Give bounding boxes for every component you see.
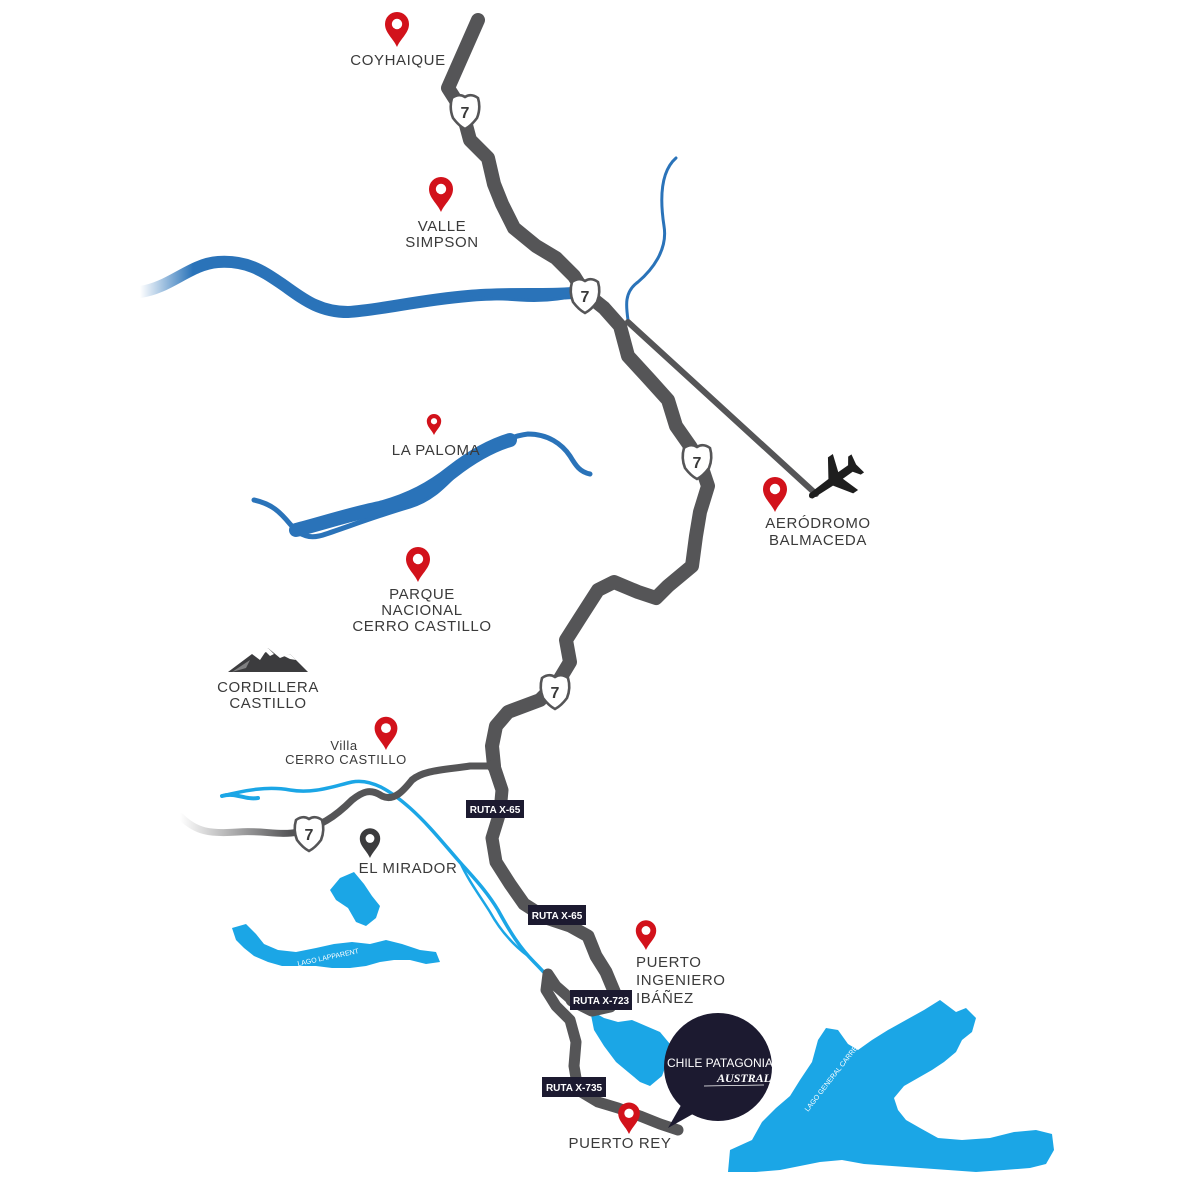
lago-small <box>330 872 380 926</box>
label-cordillera-2: CASTILLO <box>229 695 306 712</box>
label-puerto-ibanez-2: INGENIERO <box>636 972 726 989</box>
route-shield-number: 7 <box>551 685 560 702</box>
river-ibanez-upper <box>220 792 260 801</box>
river-simpson-tail <box>368 290 592 308</box>
label-la-paloma: LA PALOMA <box>392 442 481 459</box>
label-parque-3: CERRO CASTILLO <box>352 618 491 635</box>
route-shield-icon: 7 <box>569 277 601 315</box>
ruta-x65-label-2: RUTA X-65 <box>528 905 586 925</box>
river-la-paloma-body <box>289 433 517 537</box>
place-labels: COYHAIQUE VALLE SIMPSON LA PALOMA AERÓDR… <box>217 52 870 1152</box>
ruta-x723-text: RUTA X-723 <box>573 996 630 1007</box>
map-pin-icon <box>429 177 453 212</box>
label-valle-simpson-1: VALLE <box>418 218 467 235</box>
route-shield-number: 7 <box>461 105 470 122</box>
route-shield-icon: 7 <box>293 815 325 853</box>
river-ibanez-branch <box>458 860 530 958</box>
lago-lapparent <box>232 924 440 968</box>
map-pin-icon <box>763 477 787 512</box>
label-puerto-ibanez-3: IBÁÑEZ <box>636 990 694 1007</box>
label-puerto-rey: PUERTO REY <box>569 1135 672 1152</box>
label-parque-1: PARQUE <box>389 586 455 603</box>
route-7-west <box>176 762 498 837</box>
route-shield-icon: 7 <box>449 93 481 131</box>
pins <box>359 12 787 1134</box>
ruta-x65-text: RUTA X-65 <box>470 805 521 816</box>
map-pin-icon <box>385 12 409 47</box>
logo-badge: CHILE PATAGONIA AUSTRAL <box>664 1013 773 1128</box>
map-pin-icon <box>426 414 442 435</box>
ruta-x65-label-1: RUTA X-65 <box>466 800 524 818</box>
label-el-mirador: EL MIRADOR <box>359 860 458 877</box>
label-villa-1: Villa <box>330 738 358 753</box>
label-cordillera-1: CORDILLERA <box>217 679 319 696</box>
map-pin-icon <box>618 1102 640 1134</box>
label-puerto-ibanez-1: PUERTO <box>636 954 702 971</box>
route-shield-number: 7 <box>581 289 590 306</box>
logo-title: CHILE PATAGONIA <box>667 1056 773 1070</box>
route-shield-number: 7 <box>693 455 702 472</box>
label-villa-2: CERRO CASTILLO <box>285 752 407 767</box>
route-shields: 7 7 7 7 7 <box>293 93 713 853</box>
route-shield-icon: 7 <box>539 673 571 711</box>
lago-bay <box>590 1010 670 1086</box>
route-labels: RUTA X-65 RUTA X-65 RUTA X-723 RUTA X-73… <box>466 800 632 1097</box>
rivers <box>134 156 678 998</box>
route-shield-number: 7 <box>305 827 314 844</box>
airplane-icon <box>808 453 865 499</box>
mountain-icon <box>228 648 308 672</box>
river-simpson <box>134 255 588 319</box>
map-pin-icon <box>374 716 398 750</box>
label-aerodromo-1: AERÓDROMO <box>765 515 870 532</box>
ruta-x65-text: RUTA X-65 <box>532 911 583 922</box>
route-shield-icon: 7 <box>681 443 713 481</box>
ruta-x735-text: RUTA X-735 <box>546 1083 603 1094</box>
ruta-x723-label: RUTA X-723 <box>570 990 632 1010</box>
label-aerodromo-2: BALMACEDA <box>769 532 867 549</box>
airport-road <box>625 319 819 497</box>
lago-general-carrera <box>728 1000 1054 1172</box>
river-tributary <box>625 156 678 322</box>
map-pin-icon <box>406 547 430 582</box>
label-coyhaique: COYHAIQUE <box>350 52 445 69</box>
logo-subtitle: AUSTRAL <box>716 1071 771 1085</box>
lakes <box>232 872 1054 1172</box>
map-pin-icon <box>359 828 381 858</box>
label-parque-2: NACIONAL <box>381 602 463 619</box>
label-valle-simpson-2: SIMPSON <box>405 234 478 251</box>
route-7-main <box>441 13 715 773</box>
ruta-x735-label: RUTA X-735 <box>542 1077 606 1097</box>
map-pin-icon <box>635 920 657 950</box>
